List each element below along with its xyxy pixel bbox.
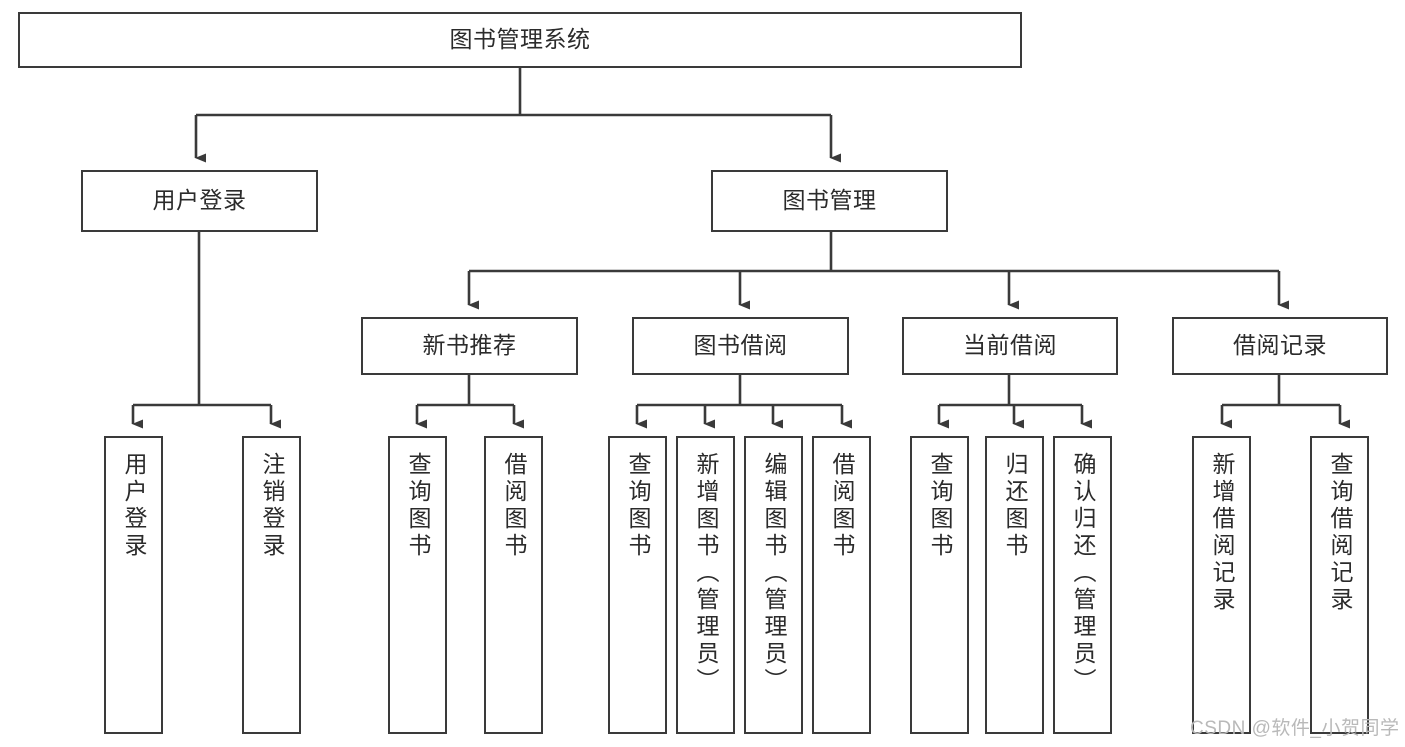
node-book-manage-label: 图书管理: [782, 187, 877, 214]
node-leaf-borrow-book-1[interactable]: 借阅图书: [484, 436, 543, 734]
node-leaf-add-record[interactable]: 新增借阅记录: [1192, 436, 1251, 734]
node-leaf-edit-book[interactable]: 编辑图书（管理员）: [744, 436, 803, 734]
node-leaf-query-book-1-label: 查询图书: [405, 452, 431, 560]
node-borrow-record[interactable]: 借阅记录: [1172, 317, 1388, 375]
node-new-book-recommend[interactable]: 新书推荐: [361, 317, 578, 375]
node-book-borrow-label: 图书借阅: [693, 332, 788, 359]
node-leaf-return-book-label: 归还图书: [1002, 452, 1028, 560]
node-user-login-label: 用户登录: [152, 187, 247, 214]
node-leaf-add-book[interactable]: 新增图书（管理员）: [676, 436, 735, 734]
node-leaf-return-book[interactable]: 归还图书: [985, 436, 1044, 734]
node-current-borrow-label: 当前借阅: [963, 332, 1057, 359]
node-leaf-user-login[interactable]: 用户登录: [104, 436, 163, 734]
node-root-label: 图书管理系统: [449, 26, 591, 53]
node-leaf-query-record-label: 查询借阅记录: [1327, 452, 1353, 614]
node-root[interactable]: 图书管理系统: [18, 12, 1022, 68]
node-leaf-query-book-3[interactable]: 查询图书: [910, 436, 969, 734]
node-book-manage[interactable]: 图书管理: [711, 170, 948, 232]
node-new-book-recommend-label: 新书推荐: [422, 332, 517, 359]
node-current-borrow[interactable]: 当前借阅: [902, 317, 1118, 375]
node-leaf-confirm-return[interactable]: 确认归还（管理员）: [1053, 436, 1112, 734]
node-leaf-confirm-return-label: 确认归还（管理员）: [1070, 452, 1096, 695]
node-leaf-logout-label: 注销登录: [259, 452, 285, 560]
node-leaf-add-book-label: 新增图书（管理员）: [693, 452, 719, 695]
node-leaf-user-login-label: 用户登录: [121, 452, 147, 560]
node-book-borrow[interactable]: 图书借阅: [632, 317, 849, 375]
node-leaf-borrow-book-2-label: 借阅图书: [829, 452, 855, 560]
node-leaf-borrow-book-2[interactable]: 借阅图书: [812, 436, 871, 734]
node-leaf-query-book-1[interactable]: 查询图书: [388, 436, 447, 734]
node-borrow-record-label: 借阅记录: [1233, 332, 1327, 359]
node-leaf-query-book-2-label: 查询图书: [625, 452, 651, 560]
node-leaf-query-book-2[interactable]: 查询图书: [608, 436, 667, 734]
node-leaf-borrow-book-1-label: 借阅图书: [501, 452, 527, 560]
node-leaf-logout[interactable]: 注销登录: [242, 436, 301, 734]
node-leaf-query-book-3-label: 查询图书: [927, 452, 953, 560]
node-leaf-edit-book-label: 编辑图书（管理员）: [761, 452, 787, 695]
node-leaf-query-record[interactable]: 查询借阅记录: [1310, 436, 1369, 734]
watermark-text: CSDN @软件_小贺同学: [1190, 718, 1400, 739]
node-leaf-add-record-label: 新增借阅记录: [1209, 452, 1235, 614]
node-user-login[interactable]: 用户登录: [81, 170, 318, 232]
